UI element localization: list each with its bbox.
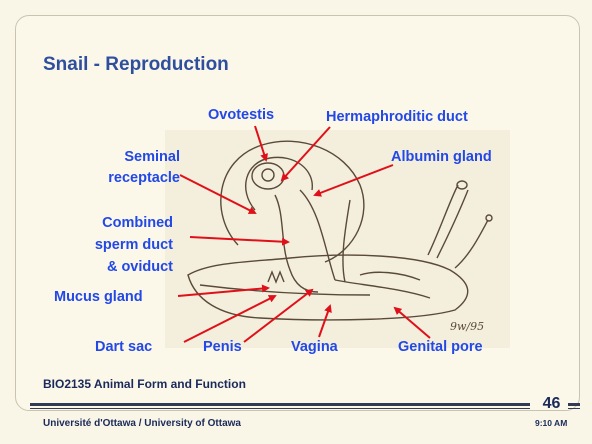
label-albumin-gland: Albumin gland <box>391 147 492 168</box>
footer-rule-right <box>568 403 580 406</box>
label-mucus-gland: Mucus gland <box>54 287 143 308</box>
footer-rule-right-thin <box>568 408 580 409</box>
label-dart-sac: Dart sac <box>95 337 152 358</box>
label-combined: Combined <box>60 213 173 234</box>
label-ovotestis: Ovotestis <box>208 105 274 126</box>
footer-time: 9:10 AM <box>535 418 567 428</box>
page-number: 46 <box>535 395 568 413</box>
artist-signature: 9w/95 <box>450 320 484 333</box>
label-penis: Penis <box>203 337 242 358</box>
footer-rule-thin <box>30 408 530 409</box>
course-title: BIO2135 Animal Form and Function <box>43 377 246 391</box>
label-vagina: Vagina <box>291 337 338 358</box>
label-sperm-duct: sperm duct <box>60 235 173 256</box>
label-receptacle: receptacle <box>60 168 180 189</box>
label-hermaphroditic-duct: Hermaphroditic duct <box>326 107 468 128</box>
label-genital-pore: Genital pore <box>398 337 483 358</box>
footer-rule <box>30 403 530 406</box>
label-seminal: Seminal <box>80 147 180 168</box>
label-oviduct: & oviduct <box>60 257 173 278</box>
footer-university: Université d'Ottawa / University of Otta… <box>43 418 241 429</box>
